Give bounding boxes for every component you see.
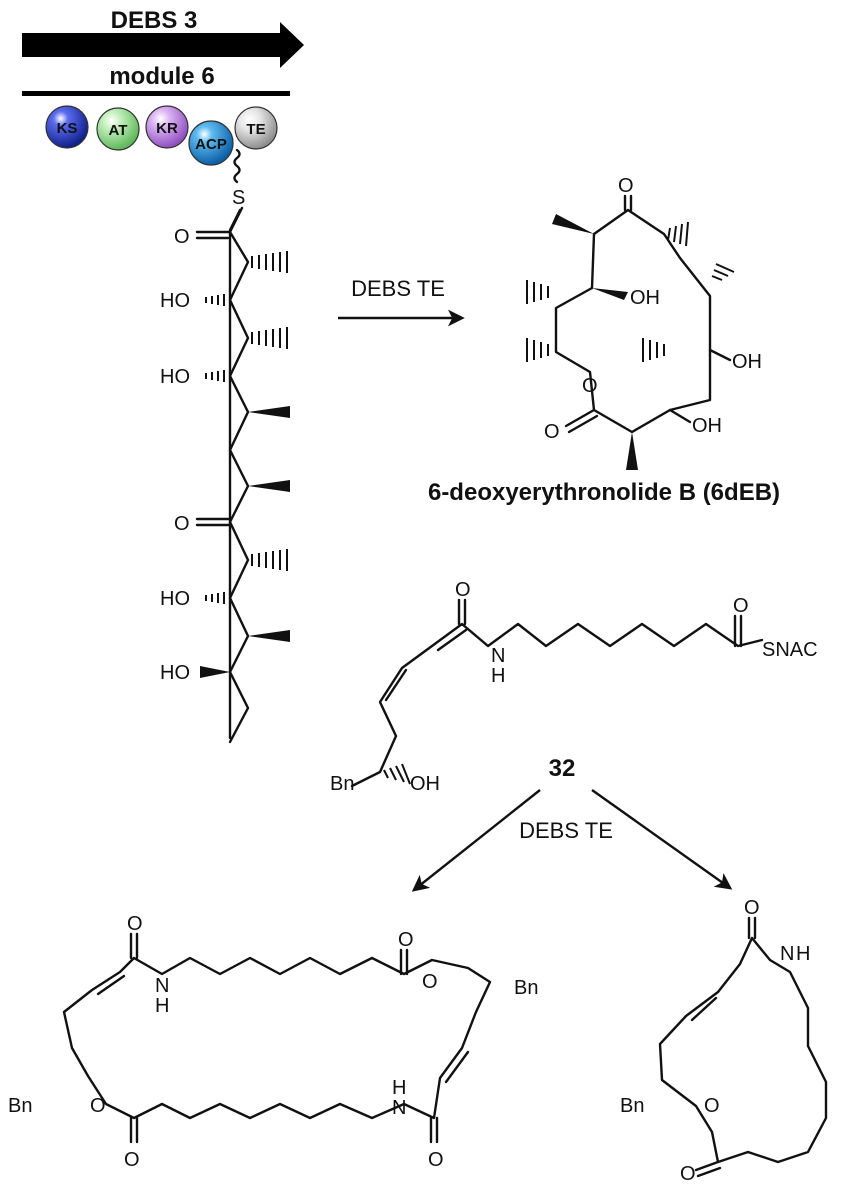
domain-te-label: TE	[246, 121, 265, 138]
dimer-macrodiolide: O N H O O Bn O H N O O Bn	[8, 913, 538, 1171]
dimer-ring-o-1: O	[422, 971, 438, 993]
dimer-amide-h-2: H	[392, 1077, 406, 1099]
monomer-ring	[658, 936, 828, 1164]
domain-ks-sphere	[45, 105, 89, 149]
pantetheine-wavy-bond	[233, 148, 241, 184]
c12-methyl-hash	[711, 263, 735, 281]
domain-acp-label: ACP	[195, 136, 227, 153]
snac-group: SNAC	[762, 639, 818, 661]
c6-hydroxyl: OH	[630, 287, 660, 309]
monomer-amide-h: H	[796, 943, 810, 965]
c6-hydroxyl-wedge	[592, 288, 628, 300]
c13-hydroxyl-wedge	[200, 666, 230, 678]
c4-methyl-hash	[642, 338, 665, 362]
c9-ketone-o: O	[174, 513, 190, 535]
top-reagent-label: DEBS TE	[351, 276, 445, 301]
carbinol-hydroxyl: OH	[410, 773, 440, 795]
amide-h: H	[491, 665, 505, 687]
c6-methyl-wedge	[248, 406, 290, 418]
dimer-amide-h-1: H	[155, 995, 169, 1017]
top-reaction: DEBS TE	[338, 276, 465, 327]
module-bar	[22, 91, 290, 96]
c13-ethyl-hash	[526, 338, 549, 362]
c2-methyl-wedge	[626, 432, 638, 470]
c1-carbonyl-o: O	[174, 226, 190, 248]
chain-backbone	[228, 206, 250, 744]
lactone-carbonyl-bond	[564, 408, 596, 428]
c11-hydroxyl-hash	[205, 592, 225, 604]
dimer-ring	[62, 956, 492, 1120]
monomer-ring-o: O	[704, 1095, 720, 1117]
dimer-ester-o-1: O	[398, 929, 414, 951]
module-domains: KS AT KR TE ACP	[45, 105, 278, 166]
monomer-amide-n: N	[780, 943, 794, 965]
dimer-amide-o-2: O	[428, 1149, 444, 1171]
c5-hydroxyl-hash	[205, 370, 225, 382]
c5-hydroxyl: HO	[160, 366, 190, 388]
gene-label: DEBS 3	[111, 7, 198, 34]
lactone-ring-o: O	[582, 375, 598, 397]
domain-ks-label: KS	[57, 120, 78, 137]
compound-number-32: 32	[549, 755, 576, 782]
monomer-macrolactone: O N H O O Bn	[620, 897, 828, 1184]
dimer-benzyl-2: Bn	[8, 1095, 32, 1117]
dimer-ester-o-2: O	[124, 1149, 140, 1171]
gene-arrow	[22, 22, 304, 68]
c12-methyl-wedge	[248, 630, 290, 642]
c3-hydroxyl: OH	[692, 415, 722, 437]
dimer-benzyl-1: Bn	[514, 977, 538, 999]
domain-at-label: AT	[109, 122, 128, 139]
monomer-amide-o: O	[744, 897, 760, 919]
c8-methyl-wedge	[248, 480, 290, 492]
c10-methyl-hash	[251, 549, 288, 571]
linear-polyketide: S O HO HO O	[160, 148, 290, 744]
lactone-carbonyl-o: O	[544, 421, 560, 443]
c9-ketone-o: O	[618, 175, 634, 197]
dimer-amide-n-1: N	[155, 975, 169, 997]
domain-kr-sphere	[145, 105, 189, 149]
c4-methyl-hash	[251, 327, 288, 349]
benzyl-group: Bn	[330, 773, 354, 795]
amide-carbonyl-o: O	[455, 579, 471, 601]
c3-hydroxyl: HO	[160, 290, 190, 312]
c5-methyl-hash	[526, 280, 549, 304]
domain-kr-label: KR	[156, 120, 178, 137]
dimer-arrow	[411, 789, 541, 892]
dimer-ring-o-2: O	[90, 1095, 106, 1117]
c2-methyl-hash	[251, 251, 288, 273]
c11-hydroxyl: HO	[160, 588, 190, 610]
substrate-32: O N H O SNAC Bn OH	[330, 579, 818, 795]
amide-n: N	[491, 645, 505, 667]
monomer-benzyl: Bn	[620, 1095, 644, 1117]
bottom-reagent-label: DEBS TE	[519, 818, 613, 843]
substrate-chain	[350, 622, 764, 788]
monomer-arrow	[591, 789, 733, 890]
c10-methyl-hash	[667, 221, 689, 247]
domain-at-sphere	[96, 107, 140, 151]
product-name-6deb: 6-deoxyerythronolide B (6dEB)	[428, 479, 780, 506]
monomer-carbonyl-o: O	[680, 1163, 696, 1184]
carbinol-hydroxyl-hash	[383, 763, 411, 785]
dimer-amide-o-1: O	[127, 913, 143, 935]
dimer-amide-n-2: N	[392, 1097, 406, 1119]
macrolactone-6deb: O OH O O OH OH	[526, 175, 762, 470]
bottom-reaction: DEBS TE	[411, 789, 733, 892]
domain-te-sphere	[234, 106, 278, 150]
gene-header: DEBS 3 module 6	[22, 7, 304, 96]
domain-acp-sphere	[188, 120, 234, 166]
c13-hydroxyl: HO	[160, 662, 190, 684]
module-label: module 6	[109, 63, 214, 90]
c3-hydroxyl-hash	[205, 294, 225, 306]
thioester-carbonyl-o: O	[733, 595, 749, 617]
c11-hydroxyl: OH	[732, 351, 762, 373]
thioester-s: S	[232, 187, 245, 209]
c8-methyl-wedge	[552, 214, 594, 234]
